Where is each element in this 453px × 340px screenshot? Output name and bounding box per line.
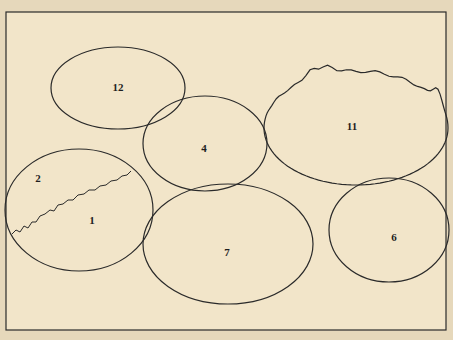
crack-line bbox=[12, 171, 131, 234]
oval-outline bbox=[328, 177, 450, 283]
callout-number: 4 bbox=[201, 143, 207, 154]
oval-outline bbox=[4, 148, 154, 272]
callout-number: 1 bbox=[89, 215, 95, 226]
callout-number: 12 bbox=[113, 82, 124, 93]
oval-shape: 4 bbox=[142, 95, 268, 192]
callout-number: 11 bbox=[347, 121, 357, 132]
oval-shape: 6 bbox=[328, 177, 450, 283]
callout-number: 7 bbox=[224, 247, 230, 258]
oval-shape: 21 bbox=[4, 148, 154, 272]
ellipse-outline bbox=[5, 149, 153, 271]
oval-shape: 11 bbox=[262, 56, 450, 187]
ellipse-outline bbox=[329, 178, 449, 282]
ellipse-outline bbox=[143, 184, 313, 304]
oval-shape: 12 bbox=[50, 46, 186, 130]
oval-shape: 7 bbox=[142, 183, 314, 305]
ellipse-outline bbox=[51, 47, 185, 129]
ellipse-outline bbox=[143, 96, 267, 191]
blob-outline bbox=[264, 65, 448, 185]
oval-outline bbox=[142, 183, 314, 305]
callout-number: 6 bbox=[391, 232, 397, 243]
callout-number: 2 bbox=[35, 173, 41, 184]
frame bbox=[6, 12, 446, 330]
